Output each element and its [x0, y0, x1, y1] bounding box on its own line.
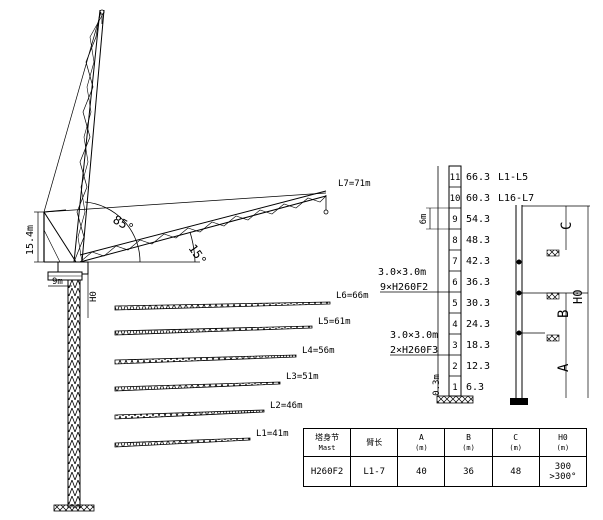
section-height: 66.3 [466, 172, 490, 183]
section-index: 6 [452, 278, 457, 288]
jib-option-label: L6=66m [336, 291, 369, 301]
range-top-label: L1-L5 [498, 172, 528, 183]
jib-option-l1: L1=41m [114, 429, 289, 448]
mast-foundation [436, 395, 474, 404]
section-index: 3 [452, 341, 457, 351]
section-height: 24.3 [466, 319, 490, 330]
base-height-label: 0.3m [432, 374, 442, 396]
section-index: 2 [452, 362, 457, 372]
section-height: 18.3 [466, 340, 490, 351]
tie-label-b: B [556, 310, 572, 318]
section-height: 36.3 [466, 277, 490, 288]
slewing-platform [47, 261, 89, 281]
tie-label-c: C [559, 222, 575, 230]
jib-option-label: L1=41m [256, 429, 289, 439]
jib-option-label: L4=56m [302, 346, 335, 356]
section-height: 42.3 [466, 256, 490, 267]
crane-base [53, 504, 95, 512]
tie-anchor [516, 290, 522, 296]
section-height: 48.3 [466, 235, 490, 246]
jib-options: L6=66m L5=61m L4=56m L3=51m L2=46m L1=41… [114, 291, 369, 448]
jib-option-l4: L4=56m [114, 346, 335, 365]
luffing-jib-raised [43, 9, 105, 263]
section-index: 7 [452, 257, 457, 267]
lower-count-label: 2×H260F3 [390, 345, 438, 356]
table-header: 臂长 [350, 428, 399, 457]
section-index: 11 [450, 173, 461, 183]
min-angle-label: 15° [186, 242, 210, 268]
jib-option-l3: L3=51m [114, 372, 319, 392]
upper-count-label: 9×H260F2 [380, 282, 428, 293]
upper-size-label: 3.0×3.0m [378, 267, 426, 278]
section-height-label: 6m [419, 214, 429, 225]
tie-label-h0: H0 [571, 290, 585, 304]
section-height: 6.3 [466, 382, 484, 393]
tie-diagram: C B A H0 [510, 205, 590, 405]
tie-base [510, 398, 528, 405]
range-second-label: L16-L7 [498, 193, 534, 204]
lower-size-label: 3.0×3.0m [390, 330, 438, 341]
section-height: 54.3 [466, 214, 490, 225]
table-row: H260F2 L1-7 40 36 48 300>300° [302, 456, 588, 487]
table-cell-jib: L1-7 [350, 456, 399, 487]
angle-dimensions: 85° 15° [80, 201, 210, 268]
crane-dimensions: 15.4m 9m H0 [25, 211, 99, 318]
section-height: 30.3 [466, 298, 490, 309]
hook-icon [323, 209, 329, 215]
mast-stack: 11 10 9 8 7 6 5 4 3 2 1 66.3 60.3 54.3 4… [378, 165, 534, 404]
section-height: 60.3 [466, 193, 490, 204]
section-index: 10 [450, 194, 461, 204]
table-header: A(m) [397, 428, 446, 457]
height-label: 15.4m [25, 225, 36, 255]
jib-option-label: L5=61m [318, 317, 351, 327]
counterjib-label: 9m [52, 277, 63, 287]
table-cell-a: 40 [397, 456, 446, 487]
crane-mast [53, 272, 95, 512]
jib-option-l6: L6=66m [114, 291, 369, 311]
section-index: 1 [452, 383, 457, 393]
jib-option-label: L2=46m [270, 401, 303, 411]
table-header: C(m) [491, 428, 540, 457]
h0-label: H0 [89, 291, 99, 302]
luffing-jib-low: L7=71m [43, 179, 371, 263]
section-index: 9 [452, 215, 457, 225]
table-cell-mast: H260F2 [302, 456, 352, 487]
jib-option-l5: L5=61m [114, 317, 351, 336]
table-header: B(m) [444, 428, 493, 457]
low-jib-rope [43, 192, 327, 213]
section-index: 5 [452, 299, 457, 309]
table-cell-c: 48 [491, 456, 540, 487]
table-cell-b: 36 [444, 456, 493, 487]
jib-option-label: L3=51m [286, 372, 319, 382]
jib-length-label: L7=71m [338, 179, 371, 189]
tie-anchor [516, 259, 522, 265]
section-height: 12.3 [466, 361, 490, 372]
tie-anchor [516, 330, 522, 336]
table-header: H0(m) [538, 428, 588, 457]
tie-label-a: A [556, 363, 572, 372]
jib-option-l2: L2=46m [114, 401, 303, 420]
table-cell-h0: 300>300° [538, 456, 588, 487]
section-index: 8 [452, 236, 457, 246]
luffing-rope [43, 11, 102, 213]
section-index: 4 [452, 320, 457, 330]
